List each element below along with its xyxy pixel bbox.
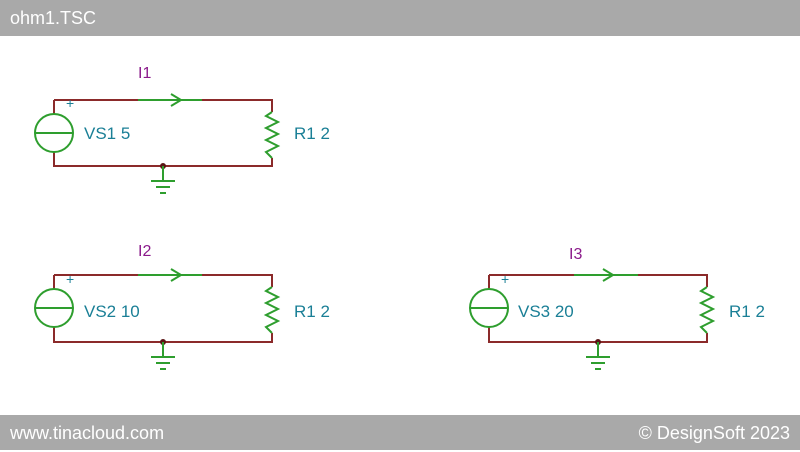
copyright-text: © DesignSoft 2023 <box>638 423 790 443</box>
circuit-2-resistor-label: R1 2 <box>294 302 330 321</box>
circuit-1-resistor[interactable] <box>263 111 281 159</box>
circuit-3-voltage-source[interactable] <box>469 288 509 328</box>
circuit-1: I1 + VS1 5 R1 2 <box>34 65 330 194</box>
circuit-1-polarity-plus: + <box>66 95 74 111</box>
circuit-3-polarity-plus: + <box>501 271 509 287</box>
circuit-3-current-label: I3 <box>569 246 582 263</box>
circuit-3-ground-icon[interactable] <box>586 342 610 370</box>
circuit-1-resistor-label: R1 2 <box>294 124 330 143</box>
circuit-2-source-label: VS2 10 <box>84 302 140 321</box>
circuit-3-resistor[interactable] <box>698 286 716 334</box>
circuit-1-source-label: VS1 5 <box>84 124 130 143</box>
circuit-3-source-label: VS3 20 <box>518 302 574 321</box>
schematic-diagram: I1 + VS1 5 R1 2 I2 <box>34 65 765 370</box>
circuit-2-resistor[interactable] <box>263 286 281 334</box>
circuit-1-voltage-source[interactable] <box>34 113 74 153</box>
circuit-2-polarity-plus: + <box>66 271 74 287</box>
circuit-1-current-arrow[interactable] <box>138 93 202 107</box>
circuit-2: I2 + VS2 10 R1 2 <box>34 243 330 370</box>
circuit-3-resistor-label: R1 2 <box>729 302 765 321</box>
circuit-3: I3 + VS3 20 R1 2 <box>469 246 765 370</box>
circuit-1-ground-icon[interactable] <box>151 166 175 194</box>
window-title: ohm1.TSC <box>0 0 800 36</box>
circuit-2-current-label: I2 <box>138 243 151 260</box>
circuit-2-current-arrow[interactable] <box>138 268 202 282</box>
circuit-1-current-label: I1 <box>138 65 151 82</box>
website-link[interactable]: www.tinacloud.com <box>10 423 165 443</box>
circuit-3-current-arrow[interactable] <box>574 268 638 282</box>
circuit-2-ground-icon[interactable] <box>151 342 175 370</box>
circuit-2-voltage-source[interactable] <box>34 288 74 328</box>
footer-bar: www.tinacloud.com © DesignSoft 2023 <box>0 415 800 450</box>
schematic-canvas: I1 + VS1 5 R1 2 I2 <box>0 36 800 415</box>
